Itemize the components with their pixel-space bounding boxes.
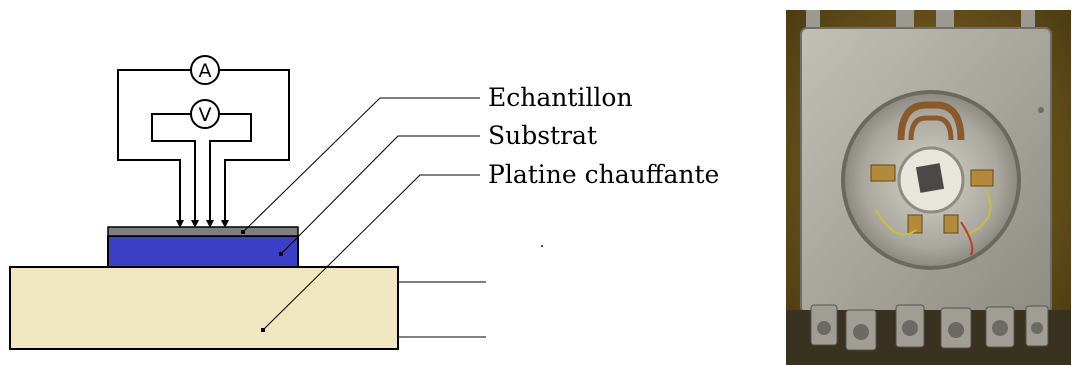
ammeter-icon: A [190,55,220,85]
voltmeter-icon: V [190,99,220,129]
measurement-schematic: A V Echantillon Substrat Platine chauffa… [9,55,719,350]
heating-stage-leader-line [262,174,480,331]
sample-leader-line [242,97,480,233]
ammeter-circuit-wire [117,69,191,222]
heating-stage-label: Platine chauffante [488,160,719,189]
substrate-leader-line [280,135,480,255]
voltmeter-circuit-wire [151,113,196,222]
substrate-block [107,235,299,268]
ammeter-circuit-wire-right [219,69,290,222]
voltmeter-label: V [199,104,212,126]
heating-stage-photo [786,10,1071,365]
probe-arrows [176,220,229,228]
substrate-label: Substrat [488,121,597,150]
sample-layer [107,226,299,237]
voltmeter-circuit-wire-right [209,113,252,222]
ammeter-label: A [199,60,212,82]
stray-dot [541,245,543,247]
sample-label: Echantillon [488,83,633,112]
heating-stage-block [9,266,399,350]
